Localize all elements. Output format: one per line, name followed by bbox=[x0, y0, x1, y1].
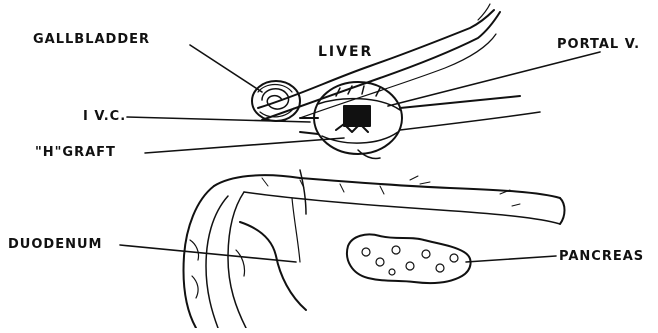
pancreas-shape bbox=[347, 234, 471, 283]
duodenum-label: DUODENUM bbox=[8, 238, 102, 251]
liver-label: LIVER bbox=[318, 45, 373, 59]
duodenum-shape bbox=[184, 175, 565, 328]
duodenum-leader bbox=[120, 245, 296, 262]
portal-vein-label: PORTAL V. bbox=[557, 38, 640, 51]
pancreas-leader bbox=[466, 256, 556, 262]
pancreas-label: PANCREAS bbox=[559, 250, 644, 263]
hgraft-leader bbox=[145, 138, 344, 153]
gallbladder-label: GALLBLADDER bbox=[33, 33, 150, 46]
lower-vessels bbox=[292, 170, 306, 262]
h-graft-label: "H"GRAFT bbox=[35, 146, 116, 159]
gallbladder-leader bbox=[190, 45, 262, 92]
ivc-label: I V.C. bbox=[83, 110, 126, 123]
